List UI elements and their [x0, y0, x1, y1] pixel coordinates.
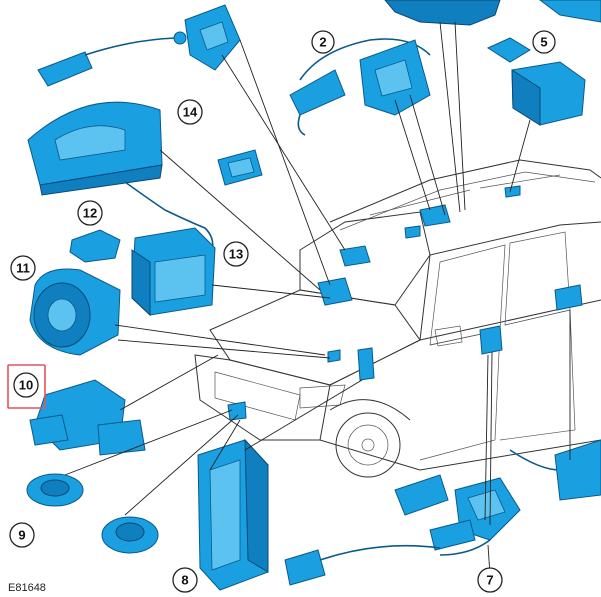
round-speaker-module — [29, 268, 121, 356]
callout-2-label: 2 — [319, 35, 326, 50]
callout-12-label: 12 — [83, 206, 97, 221]
door-handle-front-left — [37, 31, 187, 87]
callout-12: 12 — [77, 200, 103, 226]
callout-8-label: 8 — [181, 573, 188, 588]
vehicle-outline — [194, 159, 601, 478]
door-lock-actuator-top — [184, 4, 241, 71]
interior-door-handle — [217, 149, 263, 186]
callout-13-label: 13 — [229, 247, 243, 262]
horn-pair — [26, 473, 159, 554]
figure-id-label: E81648 — [8, 582, 46, 594]
bracket-module — [29, 379, 146, 456]
callout-5-label: 5 — [540, 35, 547, 50]
callout-11-label: 11 — [16, 261, 30, 276]
in-vehicle-modules — [227, 185, 583, 421]
callout-9: 9 — [9, 522, 35, 548]
callout-13: 13 — [223, 241, 249, 267]
large-control-module — [197, 438, 269, 591]
callout-10: 10 — [7, 364, 46, 409]
overhead-console-module — [384, 0, 501, 26]
callout-8: 8 — [172, 567, 198, 593]
callout-2: 2 — [311, 30, 335, 54]
small-sensor-module — [69, 229, 121, 263]
callout-7: 7 — [477, 567, 503, 593]
top-right-module-partial — [539, 0, 601, 23]
instrument-cluster — [27, 101, 163, 196]
callout-14: 14 — [177, 99, 203, 125]
callout-5: 5 — [532, 30, 556, 54]
door-latch-assembly — [289, 38, 431, 136]
junction-box-with-harness — [124, 181, 216, 317]
leader-lines — [64, 21, 571, 576]
exterior-door-handle-latch — [284, 474, 521, 586]
callout-10-highlight — [7, 364, 46, 409]
callout-10-label: 10 — [19, 378, 33, 393]
callout-11: 11 — [10, 255, 36, 281]
rear-door-latch — [509, 439, 601, 501]
callout-14-label: 14 — [183, 105, 198, 120]
callout-7-label: 7 — [486, 573, 493, 588]
callout-9-label: 9 — [18, 528, 25, 543]
control-module-box — [486, 37, 586, 126]
